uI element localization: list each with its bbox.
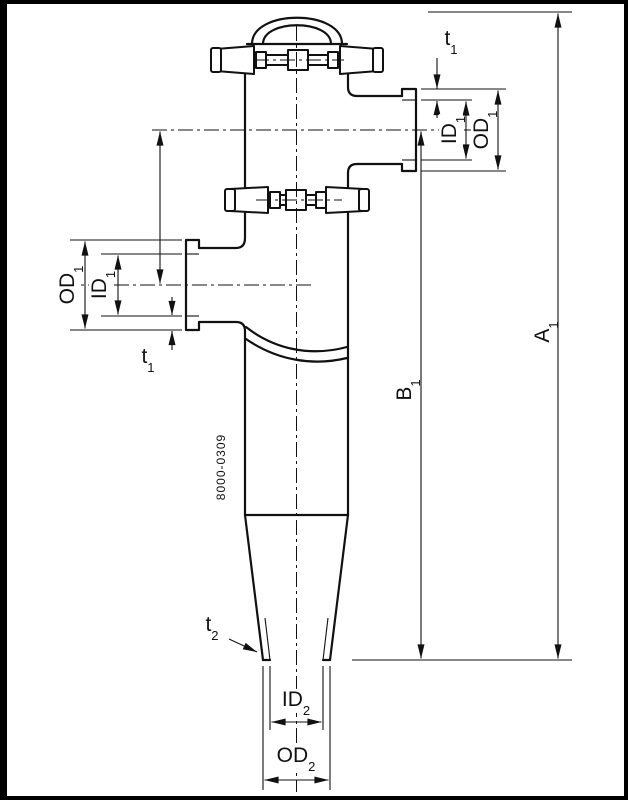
label-text: t xyxy=(205,612,212,636)
right-port xyxy=(346,72,418,517)
label-subscript: 1 xyxy=(408,379,424,387)
label-text: A xyxy=(530,328,554,343)
dim-label-od2: OD2 xyxy=(274,743,318,773)
dim-label-id2: ID2 xyxy=(279,687,313,717)
lifting-handle xyxy=(245,16,349,46)
label-subscript: 2 xyxy=(211,628,219,644)
label-subscript: 1 xyxy=(453,115,469,124)
label-subscript: 2 xyxy=(302,703,311,719)
label-subscript: 1 xyxy=(450,42,458,58)
label-text: ID xyxy=(437,123,461,145)
dim-label-id1-right: ID1 xyxy=(437,113,468,147)
label-subscript: 1 xyxy=(485,110,501,118)
label-subscript: 1 xyxy=(71,265,87,273)
label-text: OD xyxy=(55,272,79,305)
dimension-lines xyxy=(81,13,562,784)
label-text: OD xyxy=(276,743,309,767)
label-text: t xyxy=(444,26,451,50)
label-subscript: 1 xyxy=(103,270,119,279)
label-text: ID xyxy=(281,687,303,711)
label-text: t xyxy=(141,344,148,368)
dim-label-od1-right: OD1 xyxy=(469,108,500,152)
label-text: B xyxy=(392,386,416,401)
part-number: 8000-0309 xyxy=(214,433,228,501)
dim-label-b1: B1 xyxy=(392,377,423,403)
label-subscript: 1 xyxy=(546,321,562,329)
label-subscript: 1 xyxy=(147,360,155,376)
centerlines xyxy=(62,26,472,792)
dim-label-t1-top: t1 xyxy=(442,26,460,56)
dim-label-a1: A1 xyxy=(530,319,561,345)
label-subscript: 2 xyxy=(308,759,316,775)
vessel-outline xyxy=(184,16,418,662)
label-text: OD xyxy=(469,117,493,150)
dim-label-id1-left: ID1 xyxy=(87,268,118,302)
dim-label-t2: t2 xyxy=(203,612,221,642)
dim-label-od1-left: OD1 xyxy=(55,263,86,307)
extension-lines xyxy=(70,11,572,790)
dim-label-t1-left: t1 xyxy=(139,344,157,374)
cone-section xyxy=(243,513,350,662)
label-text: ID xyxy=(87,278,111,300)
